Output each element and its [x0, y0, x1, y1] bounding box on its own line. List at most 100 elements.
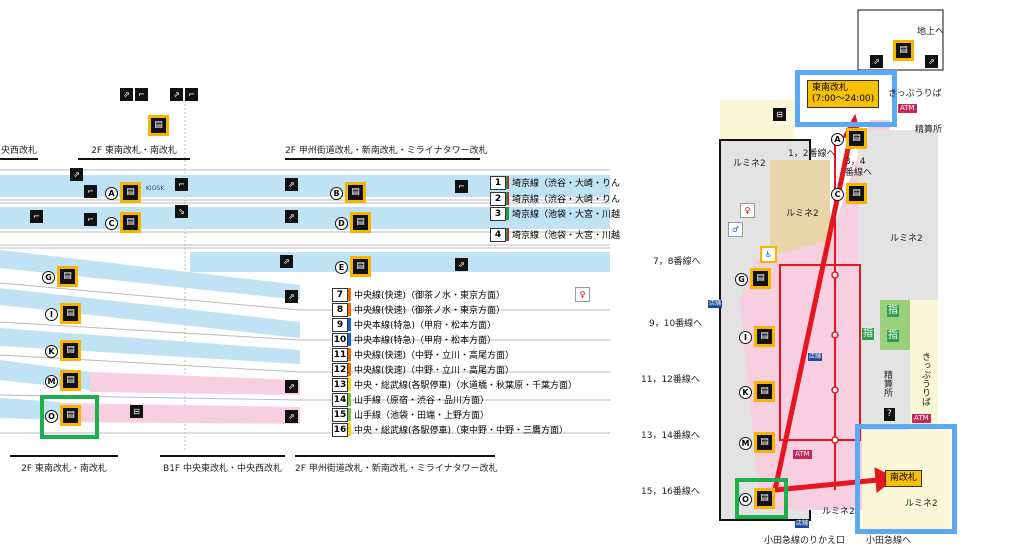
track-number: 16 [332, 422, 348, 437]
track-label: 中央本線(特急)（甲府・松本方面） [354, 336, 497, 346]
escalator-icon: ⇗ [170, 88, 183, 101]
elevator-letter: G [42, 271, 55, 284]
elevator-C: ▤ [120, 212, 141, 233]
line-color-bar [348, 333, 351, 346]
elevator-letter: K [45, 345, 58, 358]
track-number: 13 [332, 377, 348, 392]
escalator-icon: ⇗ [285, 410, 298, 423]
escalator-icon: ⇗ [70, 168, 83, 181]
track-label: 山手線（原宿・渋谷・品川方面） [354, 396, 490, 406]
stairs-icon: ⌐ [455, 180, 468, 193]
escalator-icon: ⇘ [175, 205, 188, 218]
to-lines-13-14: 13，14番線へ [641, 431, 700, 441]
elevator-letter: I [45, 308, 58, 321]
to-odakyu-label: 小田急線へ [866, 536, 912, 546]
track-label: 埼京線（渋谷・大崎・りん [512, 195, 621, 205]
atm-badge: ATM [793, 450, 812, 459]
stairs-icon: ⌐ [135, 88, 148, 101]
track-label: 埼京線（池袋・大宮・川越 [512, 231, 621, 241]
elevator-M-right: ▤ [754, 432, 775, 453]
kiosk-label: KIOSK [146, 185, 165, 192]
gate-header-central-west: 央西改札 [0, 143, 38, 160]
elevator-G: ▤ [57, 266, 78, 287]
elevator-letter: A [831, 133, 844, 146]
shop-badge: 店舗 [808, 353, 823, 361]
lumine-label: ルミネ2 [733, 159, 766, 169]
elevator-icon: ▤ [148, 115, 169, 136]
elevator-I-right: ▤ [754, 326, 775, 347]
east-south-gate-hours: (7:00〜24:00) [812, 93, 875, 104]
lumine-label: ルミネ2 [905, 499, 938, 509]
elevator-letter: D [335, 217, 348, 230]
elevator-letter: A [105, 187, 118, 200]
track-number: 3 [490, 206, 506, 221]
track-number: 1 [490, 175, 506, 190]
track-13: 13 中央・総武線(各駅停車)（水道橋・秋葉原・千葉方面） [332, 377, 578, 392]
elevator-D: ▤ [350, 212, 371, 233]
elevator-B: ▤ [345, 182, 366, 203]
reserved-seat-badge: 指 [887, 330, 899, 342]
stairs-icon: ⌐ [175, 178, 188, 191]
line-color-bar [348, 378, 351, 391]
gate-footer-b1f: B1F 中央東改札・中央西改札 [160, 455, 285, 474]
restroom-icon: ♂ [728, 222, 743, 237]
highlight-elevator-O-right [735, 478, 788, 519]
stairs-icon: ⌐ [185, 88, 198, 101]
to-lines-11-12: 11，12番線へ [641, 375, 700, 385]
track-number: 2 [490, 191, 506, 206]
line-color-bar [506, 176, 509, 189]
track-label: 中央線(快速)（中野・立川・高尾方面） [354, 351, 515, 361]
fare-adjust-label: 精算所 [915, 125, 943, 135]
elevator-letter: C [105, 217, 118, 230]
ticket-machines-label: きっぷうりば [888, 89, 942, 99]
track-label: 中央・総武線(各駅停車)（東中野・中野・三鷹方面） [354, 426, 569, 436]
line-color-bar [506, 192, 509, 205]
track-label: 中央本線(特急)（甲府・松本方面） [354, 321, 497, 331]
line-color-bar [348, 363, 351, 376]
escalator-icon: ⇗ [285, 290, 298, 303]
east-south-gate-label: 東南改札 [812, 83, 849, 93]
elevator-G-right: ▤ [750, 268, 771, 289]
to-lines-15-16: 15，16番線へ [641, 487, 700, 497]
shop-badge: 店舗 [708, 300, 723, 308]
lumine-label: ルミネ2 [822, 507, 855, 517]
track-2: 2 埼京線（渋谷・大崎・りん [490, 191, 621, 206]
elevator-letter: O [739, 493, 752, 506]
locker-icon: ⊟ [773, 108, 786, 121]
track-number: 15 [332, 407, 348, 422]
elevator-E: ▤ [350, 256, 371, 277]
to-lines-9-10: 9，10番線へ [649, 319, 703, 329]
restroom-icon: ♀ [740, 203, 755, 218]
elevator-letter: O [45, 410, 58, 423]
line-color-bar [348, 408, 351, 421]
highlight-south-gate [855, 424, 957, 534]
track-label: 中央線(快速)（御茶ノ水・東京方面） [354, 291, 506, 301]
lumine-label: ルミネ2 [890, 234, 923, 244]
ticket-machines-label-2: きっぷうりば [920, 352, 930, 406]
info-icon: ? [884, 408, 895, 421]
highlight-east-south-gate [795, 70, 897, 127]
reserved-seat-badge: 指 [887, 305, 899, 317]
fare-adjust-label-2: 精算所 [882, 370, 892, 397]
line-color-bar [348, 303, 351, 316]
gate-header-east-south: 2F 東南改札・南改札 [78, 143, 190, 160]
line-color-bar [348, 393, 351, 406]
track-number: 7 [332, 287, 348, 302]
stairs-icon: ⌐ [84, 185, 97, 198]
track-number: 9 [332, 317, 348, 332]
track-label: 中央・総武線(各駅停車)（水道橋・秋葉原・千葉方面） [354, 381, 578, 391]
elevator-letter: B [330, 187, 343, 200]
elevator-O-right: ▤ [754, 488, 775, 509]
atm-badge: ATM [912, 414, 931, 423]
track-9: 9 中央本線(特急)（甲府・松本方面） [332, 317, 497, 332]
track-label: 埼京線（池袋・大宮・川越 [512, 210, 621, 220]
locker-icon: ⊟ [130, 405, 143, 418]
to-ground-label: 地上へ [917, 27, 945, 37]
gate-footer-east-south: 2F 東南改札・南改札 [10, 455, 118, 474]
restroom-icon: ♀ [575, 287, 590, 302]
track-3: 3 埼京線（池袋・大宮・川越 [490, 206, 621, 221]
elevator-letter: E [335, 261, 348, 274]
